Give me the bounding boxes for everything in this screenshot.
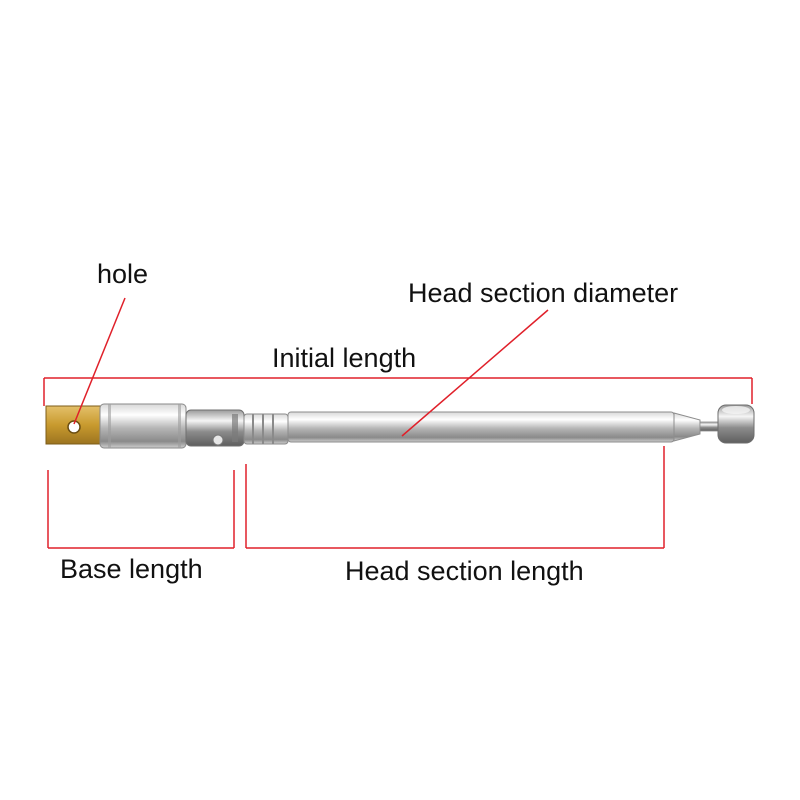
mounting-hole (67, 420, 81, 434)
base-length-label: Base length (60, 554, 203, 584)
hole-label: hole (97, 259, 148, 289)
joint-screw (212, 434, 224, 446)
hole-leader-line (73, 297, 126, 425)
head-section-tube (287, 411, 675, 443)
tapered-end (673, 412, 701, 442)
initial-length-label: Initial length (272, 343, 416, 373)
end-cap (717, 404, 755, 444)
ribbed-collar (243, 413, 289, 445)
diameter-leader-line (401, 309, 549, 437)
annotation-lines (43, 297, 753, 549)
head-section-length-label: Head section length (345, 556, 584, 586)
base-sleeve (99, 403, 187, 449)
antenna-illustration (45, 403, 755, 449)
head-section-diameter-label: Head section diameter (408, 278, 678, 308)
